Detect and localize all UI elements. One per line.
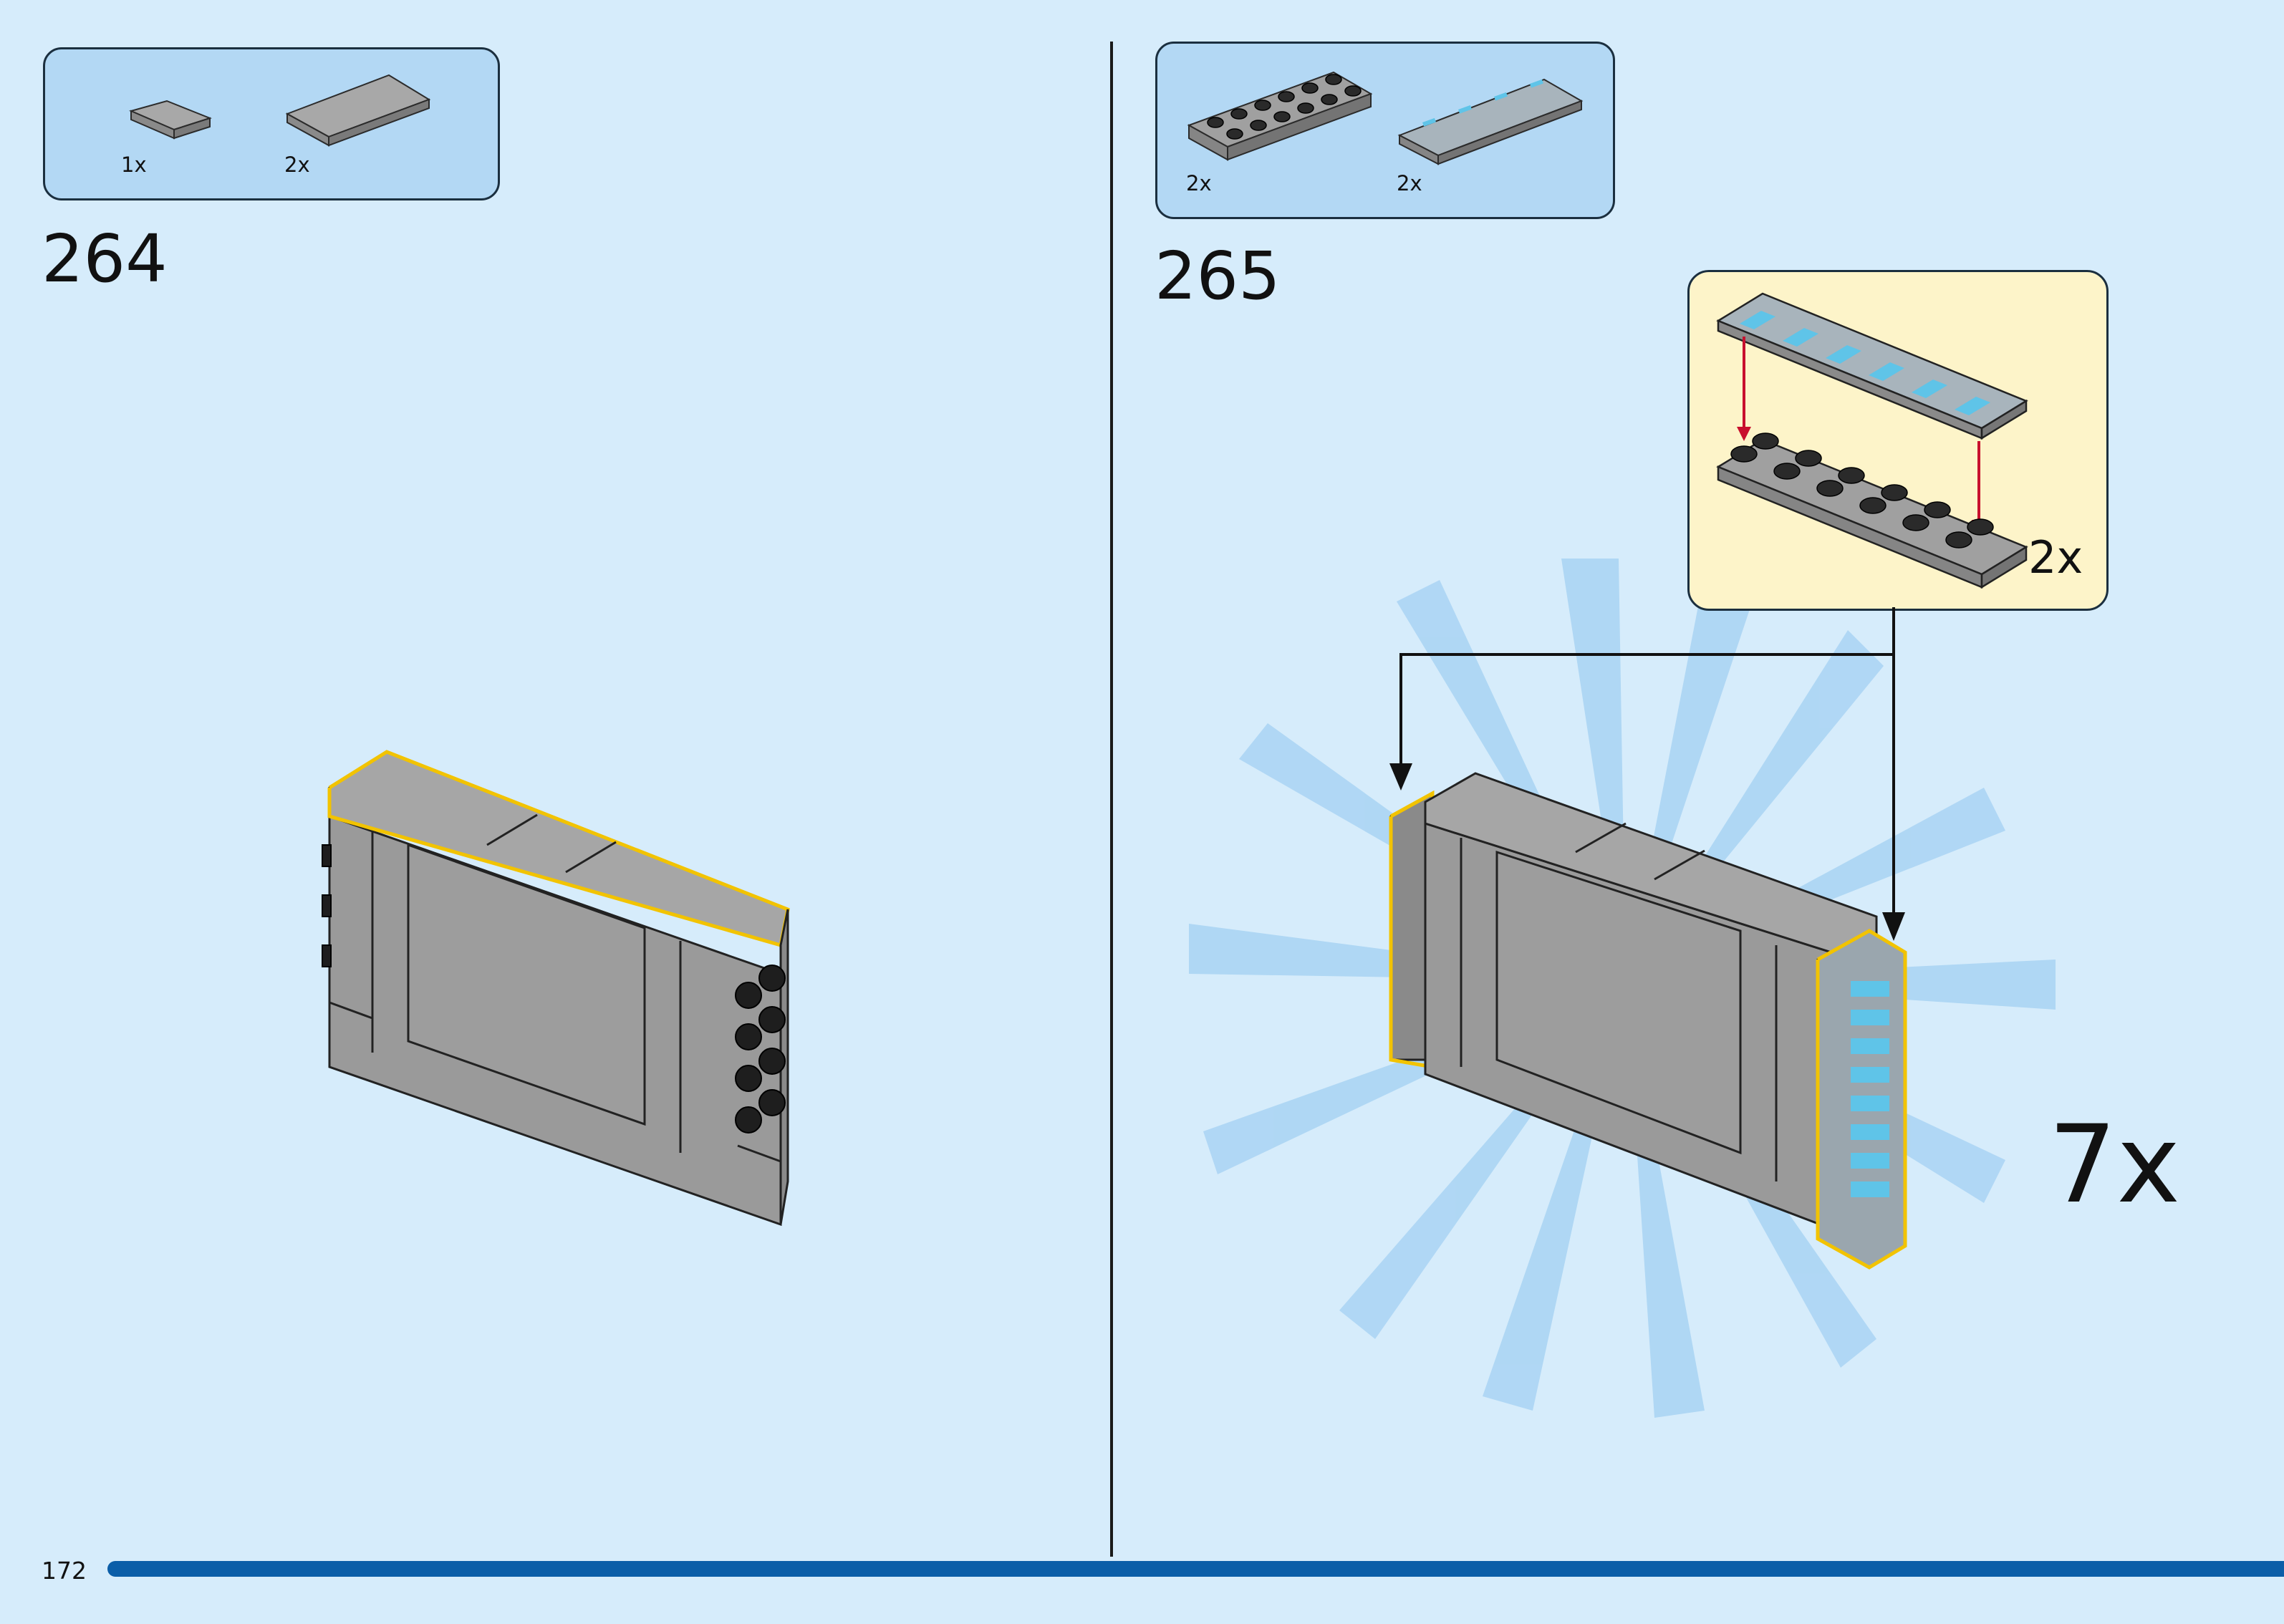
step-number-264: 264 <box>42 221 168 297</box>
part-qty-decorated-tile: 2x <box>1397 171 1422 195</box>
repeat-quantity: 7x <box>2048 1103 2181 1227</box>
tile-1x2-icon <box>129 100 212 140</box>
plate-2x6-icon <box>1187 71 1373 161</box>
part-qty-tile-2x4: 2x <box>284 153 310 177</box>
callout-quantity: 2x <box>2028 531 2083 584</box>
sub-assembly-diagram <box>1716 292 2028 589</box>
sub-assembly-callout <box>1687 270 2109 611</box>
callout-connector-arrows <box>1389 607 1905 941</box>
page-number: 172 <box>42 1557 87 1585</box>
assembly-model-264 <box>322 750 790 1227</box>
decorated-tile-2x6-icon <box>1397 78 1584 165</box>
parts-list-box-264: 1x 2x <box>43 47 500 200</box>
page-divider <box>1110 42 1113 1557</box>
progress-bar <box>107 1561 2284 1577</box>
part-qty-plate-2x6: 2x <box>1186 171 1212 195</box>
part-qty-tile-1x2: 1x <box>121 153 147 177</box>
parts-list-box-265: 2x 2x <box>1155 42 1615 219</box>
assembly-model-265 <box>1389 772 1907 1270</box>
step-number-265: 265 <box>1155 238 1281 314</box>
tile-2x4-icon <box>285 74 431 147</box>
